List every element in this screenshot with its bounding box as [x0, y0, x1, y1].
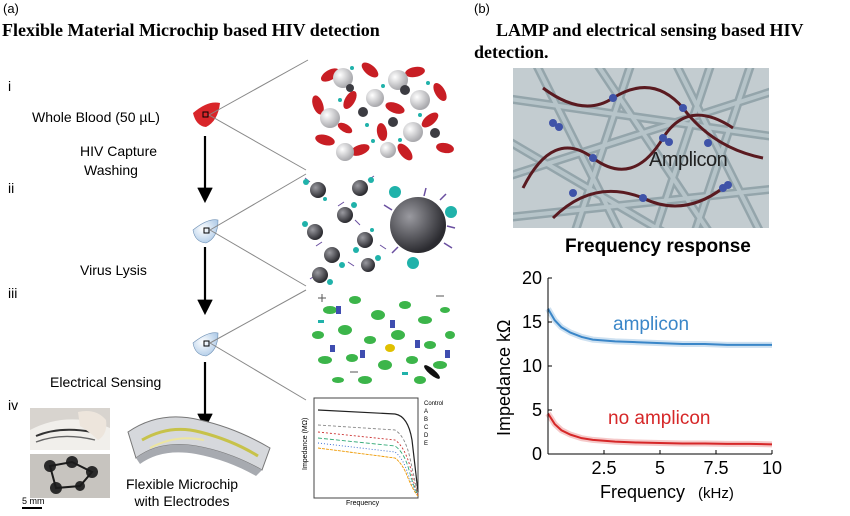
sample-drop-icon-3 [192, 332, 219, 357]
panel-b-title-line1: LAMP and electrical sensing based HIV [496, 20, 804, 40]
mini-legend-a: A [424, 409, 429, 415]
whole-blood-label: Whole Blood (50 µL) [32, 109, 160, 125]
zoom-lines [208, 59, 309, 401]
x-tick-label: 5 [655, 458, 665, 478]
step-iii-numeral: iii [8, 285, 18, 301]
lysis-illustration [312, 294, 455, 384]
y-tick-label: 0 [532, 444, 542, 464]
x-axis-unit: (kHz) [698, 485, 734, 502]
amplicon-network-label: Amplicon [649, 149, 728, 171]
chip-photo-2 [30, 454, 110, 498]
series-line-amplicon [547, 308, 772, 346]
y-tick-label: 5 [532, 400, 542, 420]
mini-legend-d: D [424, 433, 429, 439]
chip-photo-1 [30, 408, 110, 450]
virus-capture-illustration [302, 175, 457, 285]
mini-chart-xlabel: Frequency [346, 500, 380, 507]
chip-caption-line2: with Electrodes [134, 493, 230, 509]
step-iv-numeral: iv [8, 397, 19, 413]
series-label-no-amplicon: no amplicon [608, 408, 710, 429]
y-tick-label: 15 [522, 312, 542, 332]
washing-label: Washing [84, 162, 138, 178]
step-i-numeral: i [8, 78, 12, 94]
mini-chart-legend: Control A B C D E [424, 400, 443, 448]
mini-impedance-chart [313, 397, 419, 499]
y-tick-label: 10 [522, 356, 542, 376]
blood-drop-icon [193, 102, 220, 127]
mini-chart-ylabel: Impedance (MΩ) [302, 417, 309, 470]
chip-caption-line1: Flexible Microchip [126, 476, 239, 492]
chip-caption: Flexible Microchip with Electrodes [126, 476, 238, 510]
virus-lysis-label: Virus Lysis [80, 262, 147, 278]
mini-legend-e: E [424, 441, 429, 447]
y-axis-label: Impedance kΩ [494, 319, 514, 436]
panel-a-title: Flexible Material Microchip based HIV de… [2, 20, 380, 40]
mini-legend-c: C [424, 425, 429, 431]
series-line-no-amplicon [547, 412, 773, 446]
mini-legend-b: B [424, 417, 429, 423]
amplicon-network-illustration [513, 68, 769, 228]
x-tick-label: 2.5 [591, 458, 616, 478]
panel-b-title-line2: detection. [474, 42, 549, 62]
y-tick-label: 20 [522, 268, 542, 288]
chart-title: Frequency response [565, 236, 751, 257]
panel-b-letter: (b) [474, 1, 490, 16]
mini-legend-control: Control [424, 401, 444, 407]
panel-a-letter: (a) [3, 1, 19, 16]
hiv-capture-label: HIV Capture [80, 143, 158, 159]
x-tick-label: 10 [762, 458, 782, 478]
scale-bar-label: 5 mm [22, 496, 45, 506]
step-ii-numeral: ii [8, 180, 15, 196]
x-axis-label: Frequency [600, 482, 685, 502]
series-label-amplicon: amplicon [613, 314, 689, 335]
whole-blood-illustration [312, 62, 454, 161]
x-tick-label: 7.5 [703, 458, 728, 478]
flexible-microchip-illustration [127, 416, 271, 476]
sample-drop-icon-2 [192, 219, 219, 244]
electrical-sensing-label: Electrical Sensing [50, 374, 162, 390]
